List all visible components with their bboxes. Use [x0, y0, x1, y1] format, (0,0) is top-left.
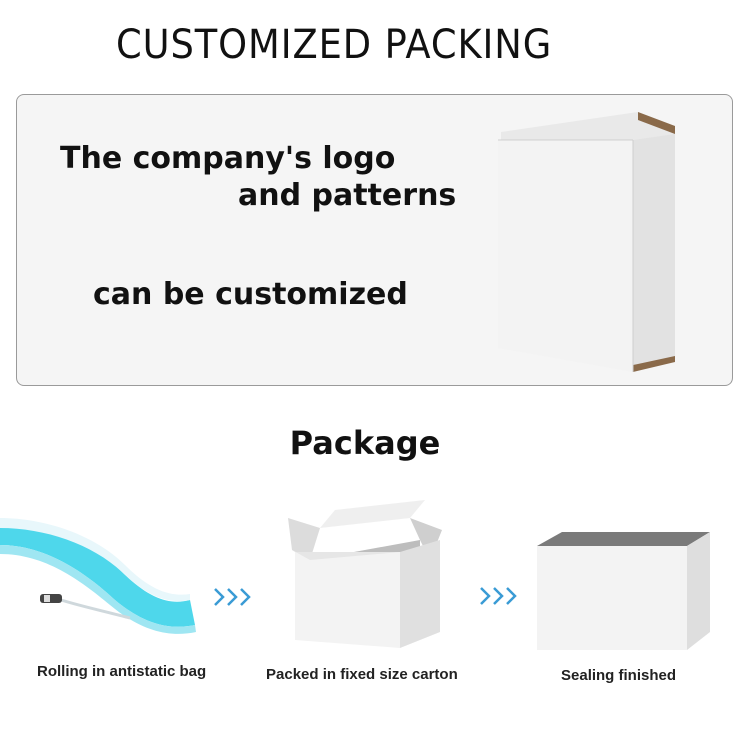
- triple-chevron-right-icon: [214, 588, 251, 606]
- led-strip-icon: [0, 518, 196, 634]
- white-box-image: [498, 112, 675, 372]
- package-section-title: Package: [289, 424, 441, 462]
- triple-chevron-right-icon: [480, 587, 517, 605]
- customization-line-1: The company's logo: [60, 141, 396, 176]
- open-carton-icon: [288, 500, 442, 648]
- step-caption-sealed: Sealing finished: [561, 667, 677, 684]
- page-title: CUSTOMIZED PACKING: [116, 22, 553, 68]
- step-caption-rolling: Rolling in antistatic bag: [37, 663, 207, 680]
- step-caption-packed: Packed in fixed size carton: [266, 666, 458, 683]
- customization-line-3: can be customized: [93, 277, 408, 312]
- customization-line-2: and patterns: [238, 178, 457, 213]
- sealed-carton-icon: [537, 532, 710, 650]
